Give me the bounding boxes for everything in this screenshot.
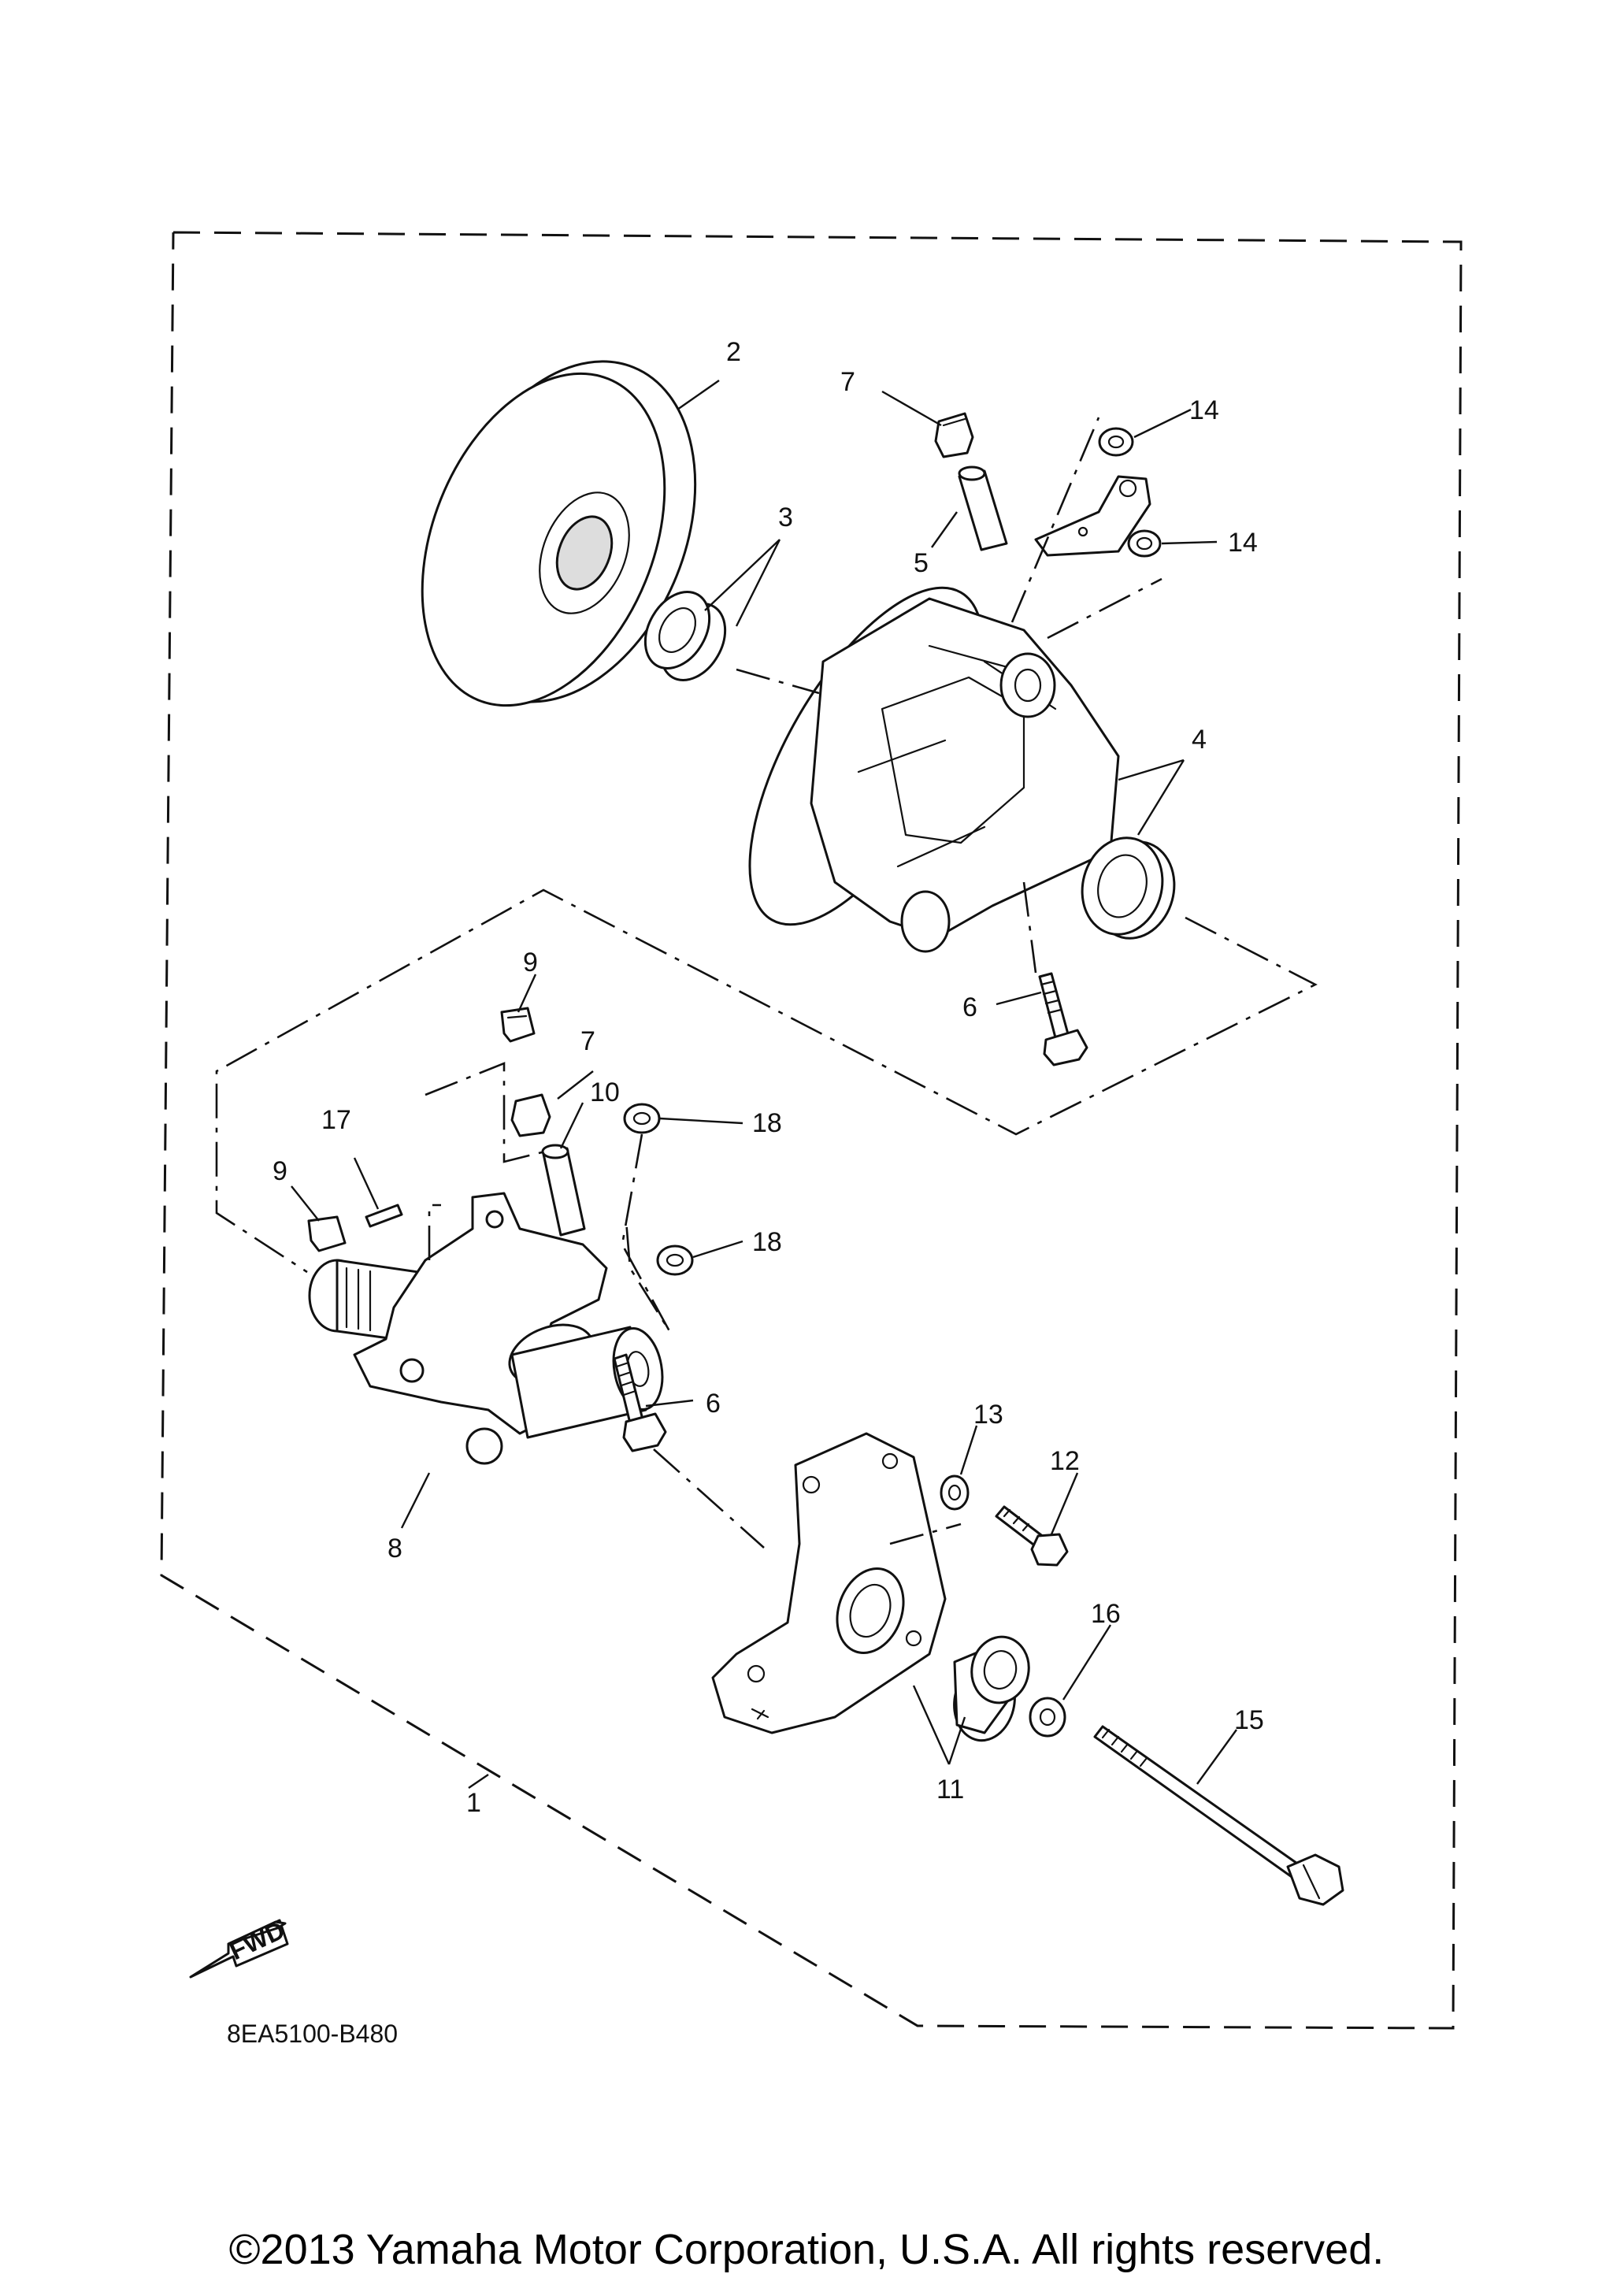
callout-13: 13 [973,1400,1003,1430]
part-bolt-lower [613,1353,667,1452]
callout-14-top: 14 [1189,395,1219,425]
callout-15: 15 [1234,1705,1264,1735]
assembly-line-movable [215,888,1318,1274]
callout-17: 17 [321,1105,351,1135]
part-shaft-pin [365,1204,403,1228]
part-washer-18-top [623,1103,661,1134]
callout-7-upper: 7 [840,367,855,397]
diagram-code: 8EA5100-B480 [227,2020,398,2048]
callout-14-bottom: 14 [1228,528,1258,558]
part-washer-13 [940,1474,970,1511]
assembly-boundary [160,231,1463,2030]
part-slider-lower [307,1215,347,1252]
callout-5: 5 [914,548,929,578]
callout-7-lower: 7 [580,1026,595,1056]
callout-1: 1 [466,1788,481,1818]
part-washer-14-bottom [1127,529,1162,558]
part-cover-bushing [953,1635,1030,1742]
fwd-arrow-icon: FWD [189,1916,289,1979]
part-spider [308,1192,664,1465]
callout-18-top: 18 [752,1108,782,1138]
callout-10: 10 [590,1078,620,1107]
part-long-bolt [1093,1725,1344,1906]
callout-6-lower: 6 [706,1389,721,1419]
callout-2: 2 [726,337,741,367]
part-cover [711,1432,947,1734]
callout-3: 3 [778,503,793,532]
callout-12: 12 [1050,1446,1080,1476]
part-washer-16 [1029,1697,1066,1738]
part-nut-lower [510,1093,551,1137]
callout-8: 8 [387,1534,402,1563]
callout-6-upper: 6 [962,992,977,1022]
callout-18-bottom: 18 [752,1227,782,1257]
assembly-line-spider [425,1062,671,1332]
part-sheave [421,360,697,707]
copyright-notice: ©2013 Yamaha Motor Corporation, U.S.A. A… [228,2226,1385,2273]
part-bolt-upper [1038,972,1088,1066]
callout-11: 11 [936,1775,964,1805]
part-pin-10 [541,1144,586,1237]
part-weight-arm [1034,475,1151,557]
callout-9-lower: 9 [273,1156,287,1186]
part-washer-18-bottom [656,1244,694,1276]
leader-lines [291,380,1237,1789]
part-bushing [643,591,727,681]
callout-9-upper: 9 [523,948,538,977]
axis-line [653,668,1037,1549]
callout-16: 16 [1091,1599,1121,1629]
part-washer-14-top [1098,427,1134,457]
part-pin [958,466,1008,551]
part-movable-sheave [748,586,1176,953]
part-bolt-12 [995,1505,1069,1567]
part-nut-upper [934,412,974,458]
washer-guide-14 [1010,417,1162,640]
part-slider-upper [500,1007,536,1043]
callout-4: 4 [1192,725,1207,755]
